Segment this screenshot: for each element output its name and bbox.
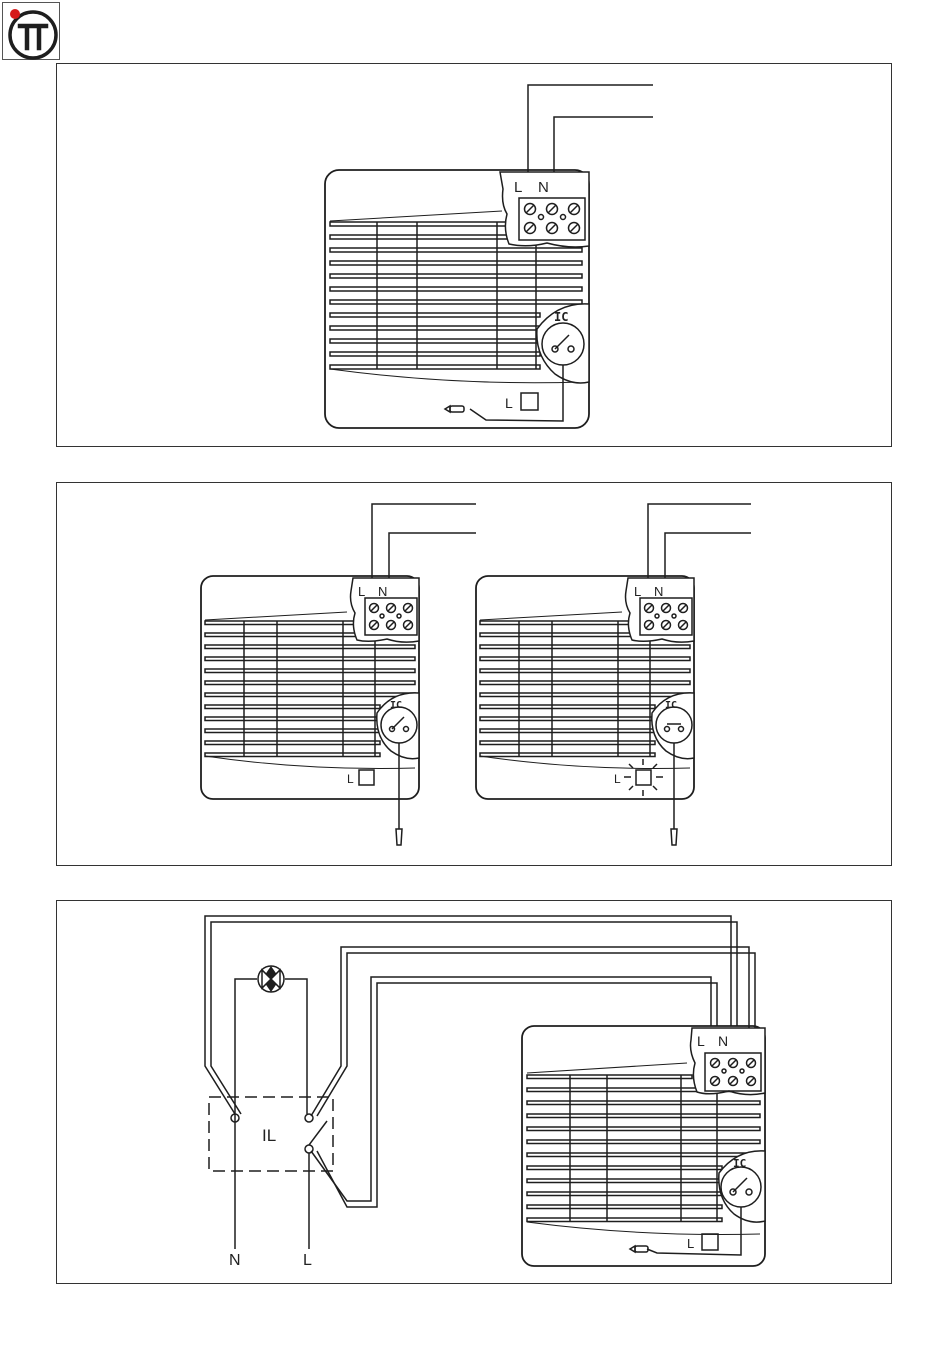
tt-logo-icon: [3, 3, 61, 61]
lamp-label: L: [505, 395, 513, 411]
neutral-terminal-label: N: [654, 584, 663, 599]
il-switch-contact: [309, 1121, 327, 1145]
heater-left: [201, 504, 476, 845]
indicator-lamp-symbol: [258, 966, 284, 992]
diagram-canvas: L N IC L: [57, 64, 893, 448]
il-terminal-in: [305, 1145, 313, 1153]
lamp-neutral-wire: [235, 979, 257, 1249]
pull-cord-handle: [635, 1246, 648, 1252]
indicator-lamp-off: [359, 770, 374, 785]
neutral-terminal-label: N: [538, 179, 549, 196]
indicator-lamp-lit: [624, 759, 663, 796]
pull-cord-handle: [450, 406, 464, 412]
pull-cord: [470, 365, 563, 421]
wire-to-neutral: [205, 916, 731, 1114]
lamp-label: L: [614, 772, 621, 786]
ic-label: IC: [733, 1157, 746, 1170]
wiring-diagram-switch-states: L N IC L: [56, 482, 892, 866]
supply-live-label: L: [303, 1252, 312, 1269]
live-terminal-label: L: [358, 584, 365, 599]
wiring-diagram-standard: L N IC L: [56, 63, 892, 447]
wire-to-live: [311, 977, 711, 1201]
live-terminal-label: L: [514, 179, 522, 196]
ic-label: IC: [554, 310, 568, 324]
ic-label: IC: [665, 700, 677, 711]
neutral-terminal-label: N: [718, 1033, 728, 1049]
wiring-diagram-external-switch: L N IC L IL N L: [56, 900, 892, 1284]
live-terminal-label: L: [697, 1033, 705, 1049]
lamp-label: L: [347, 772, 354, 786]
indicator-lamp: [521, 393, 538, 410]
diagram-canvas: L N IC L: [57, 483, 893, 867]
ic-label: IC: [390, 700, 402, 711]
il-label: IL: [262, 1126, 276, 1145]
neutral-terminal-label: N: [378, 584, 387, 599]
lamp-label: L: [687, 1236, 694, 1251]
diagram-canvas: L N IC L IL N L: [57, 901, 893, 1285]
indicator-lamp: [702, 1234, 718, 1250]
pull-cord-handle: [671, 829, 677, 845]
heater-right: [476, 504, 751, 845]
il-terminal-out: [305, 1114, 313, 1122]
supply-neutral-label: N: [229, 1252, 241, 1269]
brand-logo: [2, 2, 60, 60]
pull-cord-handle: [396, 829, 402, 845]
live-terminal-label: L: [634, 584, 641, 599]
